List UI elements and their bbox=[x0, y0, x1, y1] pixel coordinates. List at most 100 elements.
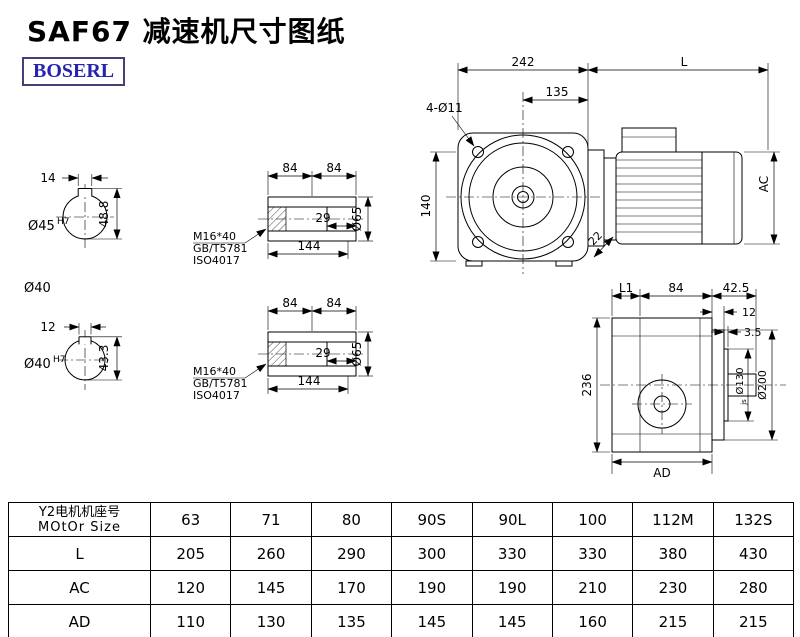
value-cell: 290 bbox=[310, 536, 393, 571]
value-cell: 280 bbox=[712, 570, 795, 605]
value-cell: 135 bbox=[310, 604, 393, 637]
motor-dimension-table: Y2电机机座号 MOtOr Size 63 71 80 90S 90L 100 … bbox=[8, 502, 795, 637]
label-bolt-std-gb: GB/T5781 bbox=[193, 242, 248, 255]
value-cell: 190 bbox=[391, 570, 473, 605]
gearbox-front-view-drawing: 242 L 135 4-Ø11 140 22 AC bbox=[419, 55, 780, 274]
value-cell: 215 bbox=[712, 604, 795, 637]
value-cell: 145 bbox=[230, 570, 312, 605]
label-alt-bore: Ø40 bbox=[24, 281, 51, 296]
label-bolt-spec: M16*40 bbox=[193, 230, 236, 243]
value-cell: 330 bbox=[471, 536, 553, 571]
mount-hole bbox=[472, 236, 484, 248]
dim-keyway-depth: 48.8 bbox=[97, 201, 111, 228]
value-cell: 230 bbox=[632, 570, 714, 605]
mount-hole bbox=[562, 146, 574, 158]
value-cell: 260 bbox=[230, 536, 312, 571]
value-cell: 215 bbox=[632, 604, 714, 637]
label-bolt-std-iso: ISO4017 bbox=[193, 389, 240, 402]
mount-hole bbox=[472, 146, 484, 158]
dim-center-height: 140 bbox=[419, 195, 433, 218]
dim-spigot-depth: 3.5 bbox=[744, 326, 762, 339]
dim-keyway-width: 12 bbox=[40, 320, 55, 334]
dim-seg-b: 84 bbox=[326, 161, 341, 175]
row-label-cell: AC bbox=[8, 570, 151, 605]
dim-seg-b: 84 bbox=[326, 296, 341, 310]
dim-l1: L1 bbox=[619, 281, 633, 295]
frame-size-cell: 132S bbox=[712, 502, 795, 537]
dim-flange-thickness: 12 bbox=[742, 306, 756, 319]
mount-hole bbox=[562, 236, 574, 248]
value-cell: 210 bbox=[551, 570, 634, 605]
label-bore-dia: Ø40 bbox=[24, 357, 51, 372]
frame-size-cell: 71 bbox=[230, 502, 312, 537]
bolt-hatch bbox=[267, 341, 287, 367]
value-cell: 190 bbox=[471, 570, 553, 605]
dim-housing-width: 242 bbox=[512, 55, 535, 69]
frame-size-cell: 100 bbox=[551, 502, 634, 537]
dim-seg-a: 84 bbox=[282, 161, 297, 175]
dim-flange-dia: Ø200 bbox=[756, 370, 769, 400]
value-cell: 430 bbox=[712, 536, 795, 571]
dim-end-len: 29 bbox=[315, 211, 330, 225]
table-header-row: Y2电机机座号 MOtOr Size 63 71 80 90S 90L 100 … bbox=[8, 502, 795, 537]
technical-drawing: 14 48.8 Ø45 H7 Ø40 12 43.3 bbox=[24, 55, 786, 480]
value-cell: 300 bbox=[391, 536, 473, 571]
dim-outer-dia: Ø65 bbox=[350, 207, 364, 232]
value-cell: 205 bbox=[149, 536, 232, 571]
value-cell: 145 bbox=[391, 604, 473, 637]
table-row-ad: AD 110 130 135 145 145 160 215 215 bbox=[8, 604, 795, 637]
label-bore-fit: H7 bbox=[57, 217, 70, 227]
dim-spigot-fit: js bbox=[740, 399, 748, 406]
boserl-logo-text: BOSERL bbox=[33, 60, 115, 82]
dim-total-len: 144 bbox=[298, 239, 321, 253]
dim-end-len: 29 bbox=[315, 346, 330, 360]
label-bolt-spec: M16*40 bbox=[193, 365, 236, 378]
frame-size-cell: 80 bbox=[310, 502, 393, 537]
row-label-cell: L bbox=[8, 536, 151, 571]
hollow-shaft-drawing-top: 84 84 29 144 Ø65 M16*40 GB/T5781 ISO4017 bbox=[193, 161, 373, 267]
frame-size-cell: 63 bbox=[149, 502, 232, 537]
row-label-cell: AD bbox=[8, 604, 151, 637]
value-cell: 110 bbox=[149, 604, 232, 637]
value-cell: 120 bbox=[149, 570, 232, 605]
value-cell: 130 bbox=[230, 604, 312, 637]
value-cell: 170 bbox=[310, 570, 393, 605]
table-header-cell: Y2电机机座号 MOtOr Size bbox=[8, 502, 151, 537]
value-cell: 330 bbox=[551, 536, 634, 571]
value-cell: 160 bbox=[551, 604, 634, 637]
table-header-en: MOtOr Size bbox=[38, 519, 121, 535]
hollow-shaft-drawing-bottom: 84 84 29 144 Ø65 M16*40 GB/T5781 ISO4017 bbox=[193, 296, 373, 402]
bolt-hatch bbox=[267, 206, 287, 232]
table-row-ac: AC 120 145 170 190 190 210 230 280 bbox=[8, 570, 795, 605]
gearbox-side-view-drawing: L1 84 42.5 12 3.5 236 Ø130 js bbox=[580, 281, 786, 480]
label-mount-holes: 4-Ø11 bbox=[426, 101, 463, 115]
dim-motor-length: L bbox=[681, 55, 688, 69]
dim-foot: 22 bbox=[586, 229, 605, 248]
frame-size-cell: 90S bbox=[391, 502, 473, 537]
dim-mid: 84 bbox=[668, 281, 683, 295]
dim-outer-dia: Ø65 bbox=[350, 342, 364, 367]
table-row-l: L 205 260 290 300 330 330 380 430 bbox=[8, 536, 795, 571]
dim-keyway-width: 14 bbox=[40, 171, 55, 185]
bore-section-40-drawing: 12 43.3 Ø40 H7 bbox=[24, 320, 122, 390]
dim-width-ad: AD bbox=[653, 466, 670, 480]
dim-center-to-face: 135 bbox=[546, 85, 569, 99]
dim-housing-height: 236 bbox=[580, 374, 594, 397]
value-cell: 145 bbox=[471, 604, 553, 637]
dim-seg-a: 84 bbox=[282, 296, 297, 310]
motor-body bbox=[615, 151, 743, 245]
boserl-logo: BOSERL bbox=[22, 57, 126, 86]
dim-keyway-depth: 43.3 bbox=[97, 345, 111, 372]
dim-flange-offset: 42.5 bbox=[723, 281, 750, 295]
value-cell: 380 bbox=[632, 536, 714, 571]
dim-motor-dia: AC bbox=[757, 176, 771, 192]
dim-spigot-dia: Ø130 bbox=[734, 368, 746, 395]
frame-size-cell: 112M bbox=[632, 502, 714, 537]
terminal-box bbox=[621, 127, 677, 153]
label-bolt-std-iso: ISO4017 bbox=[193, 254, 240, 267]
frame-size-cell: 90L bbox=[471, 502, 553, 537]
label-bore-fit: H7 bbox=[53, 355, 66, 365]
label-bore-dia: Ø45 bbox=[28, 219, 55, 234]
bore-section-45-drawing: 14 48.8 Ø45 H7 Ø40 bbox=[24, 171, 122, 296]
